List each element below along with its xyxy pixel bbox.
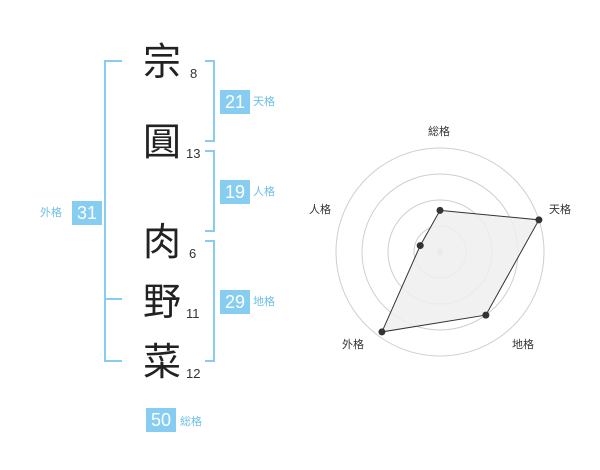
radar-axis-label-2: 天格 [549,203,571,216]
gaikaku-bracket-top [104,60,122,300]
name-char-5: 菜 [142,340,181,384]
radar-point-1 [436,206,444,214]
soukaku-badge: 50 [146,408,176,432]
chikaku-badge: 29 [220,290,250,314]
name-char-2: 圓 [142,120,181,164]
stroke-count-2: 13 [186,146,201,161]
name-char-3: 肉 [142,220,181,264]
gaikaku-bracket-bottom [104,298,122,362]
tenkaku-badge: 21 [220,90,250,114]
jinkaku-bracket [205,150,215,232]
tenkaku-label: 天格 [253,95,275,108]
radar-point-2 [535,216,543,224]
gaikaku-label: 外格 [40,206,62,219]
name-char-1: 宗 [142,40,181,84]
radar-point-4 [378,328,386,336]
chikaku-label: 地格 [253,295,275,308]
radar-points [378,206,543,336]
radar-point-3 [482,311,490,319]
tenkaku-bracket [205,60,215,142]
radar-axis-label-4: 外格 [342,338,364,351]
soukaku-label: 総格 [180,415,202,428]
stroke-count-5: 12 [186,366,201,381]
gaikaku-badge: 31 [72,201,102,225]
radar-point-5 [416,242,424,250]
radar-axis-label-3: 地格 [512,338,534,351]
jinkaku-label: 人格 [253,185,275,198]
chikaku-bracket [205,240,215,362]
stroke-count-1: 8 [190,66,198,81]
stroke-count-4: 11 [186,306,200,321]
stroke-count-3: 6 [189,246,197,261]
radar-axis-label-5: 人格 [309,203,331,216]
radar-axis-label-1: 総格 [428,125,450,138]
jinkaku-badge: 19 [220,180,250,204]
name-char-4: 野 [142,280,181,324]
radar-area [381,209,540,333]
radar-ring [335,147,545,357]
